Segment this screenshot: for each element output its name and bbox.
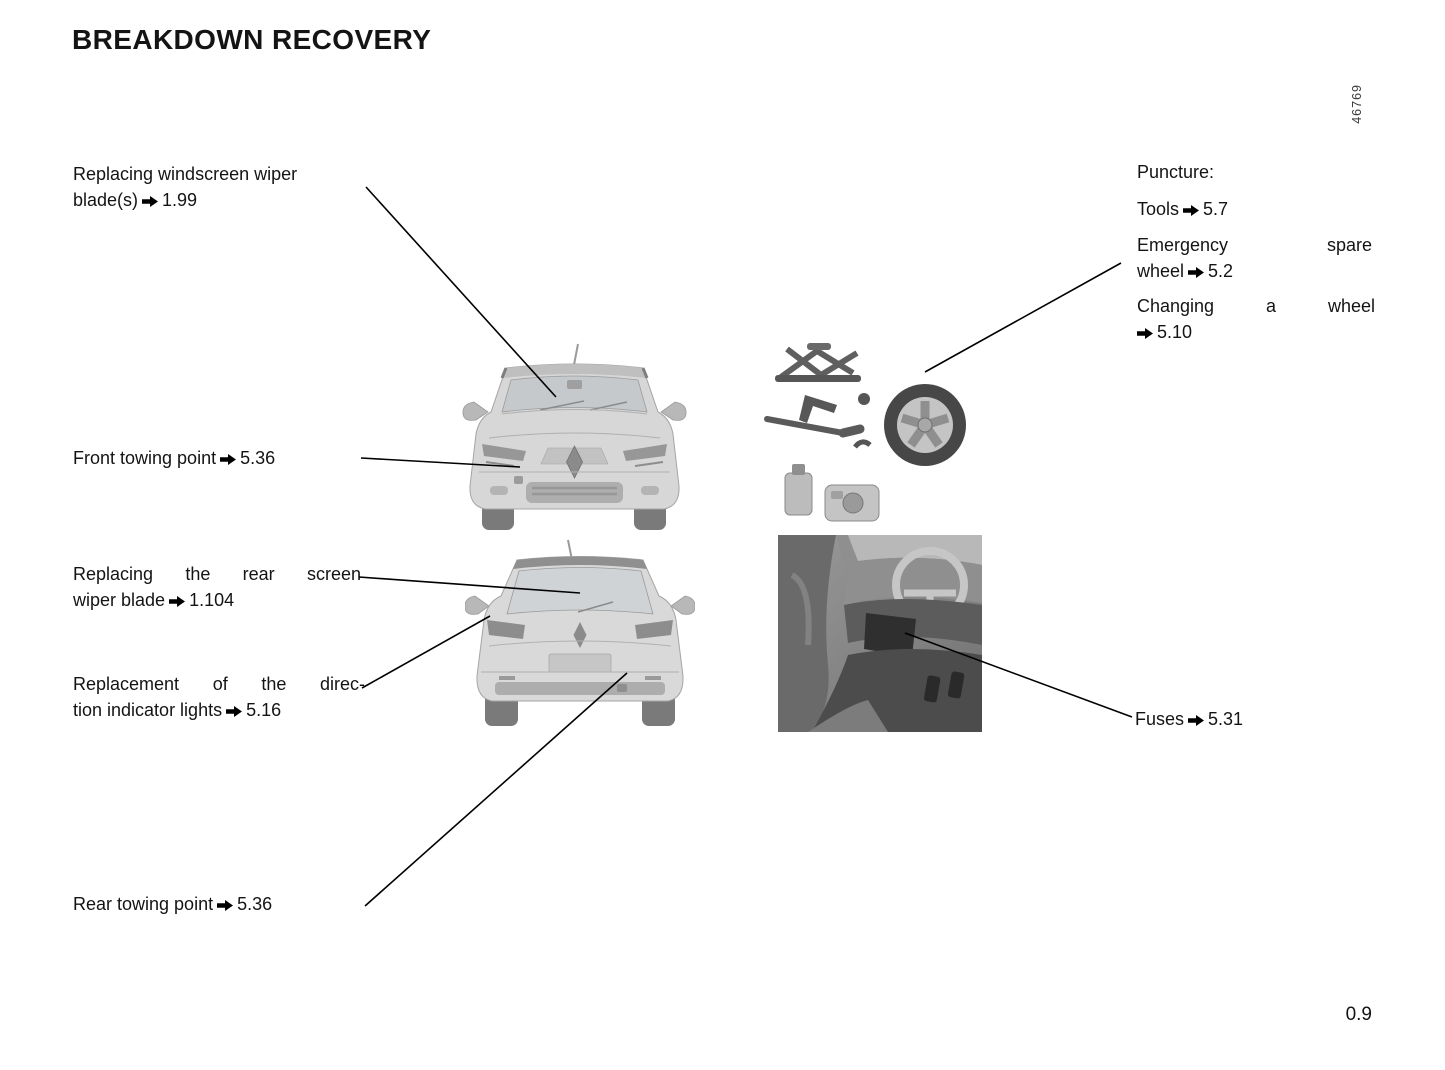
label-puncture: Puncture: bbox=[1137, 162, 1215, 182]
label-text-line1: Emergency spare bbox=[1137, 235, 1372, 255]
label-text-line1: Changing a wheel bbox=[1137, 296, 1375, 316]
interior-fusebox-photo bbox=[778, 535, 982, 732]
label-text-line1: Replacing windscreen wiper bbox=[73, 164, 298, 184]
ref-arrow-icon bbox=[1188, 715, 1205, 726]
front-view-illustration bbox=[462, 340, 687, 532]
label-changing-wheel: Changing a wheel 5.10 bbox=[1137, 293, 1375, 345]
ref-arrow-icon bbox=[142, 196, 159, 207]
section-ref: 5.10 bbox=[1157, 322, 1193, 342]
section-ref: 5.36 bbox=[240, 448, 276, 468]
section-ref: 5.36 bbox=[237, 894, 273, 914]
page-number: 0.9 bbox=[1345, 1004, 1372, 1025]
section-ref: 5.31 bbox=[1208, 709, 1244, 729]
ref-arrow-icon bbox=[217, 900, 234, 911]
ref-arrow-icon bbox=[220, 454, 237, 465]
label-text-line2: 5.10 bbox=[1137, 319, 1375, 345]
section-ref: 5.16 bbox=[246, 700, 282, 720]
ref-arrow-icon bbox=[1183, 205, 1200, 216]
section-ref: 5.2 bbox=[1208, 261, 1234, 281]
ref-arrow-icon bbox=[1137, 328, 1153, 339]
section-ref: 1.99 bbox=[162, 190, 198, 210]
figure-number: 46769 bbox=[1350, 84, 1364, 124]
label-text-line1: Replacement of the direc- bbox=[73, 674, 365, 694]
tools-kit-illustration bbox=[763, 337, 978, 533]
ref-arrow-icon bbox=[169, 596, 186, 607]
label-text-line1: Replacing the rear screen bbox=[73, 564, 361, 584]
section-ref: 1.104 bbox=[189, 590, 235, 610]
section-ref: 5.7 bbox=[1203, 199, 1229, 219]
page-title: BREAKDOWN RECOVERY bbox=[72, 24, 432, 55]
rear-view-illustration bbox=[465, 538, 695, 728]
label-windscreen-wiper: Replacing windscreen wiper blade(s)1.99 bbox=[73, 161, 373, 213]
ref-arrow-icon bbox=[226, 706, 243, 717]
ref-arrow-icon bbox=[1188, 267, 1205, 278]
label-direction-indicators: Replacement of the direc- tion indicator… bbox=[73, 671, 365, 723]
label-text-line2: blade(s)1.99 bbox=[73, 190, 198, 210]
